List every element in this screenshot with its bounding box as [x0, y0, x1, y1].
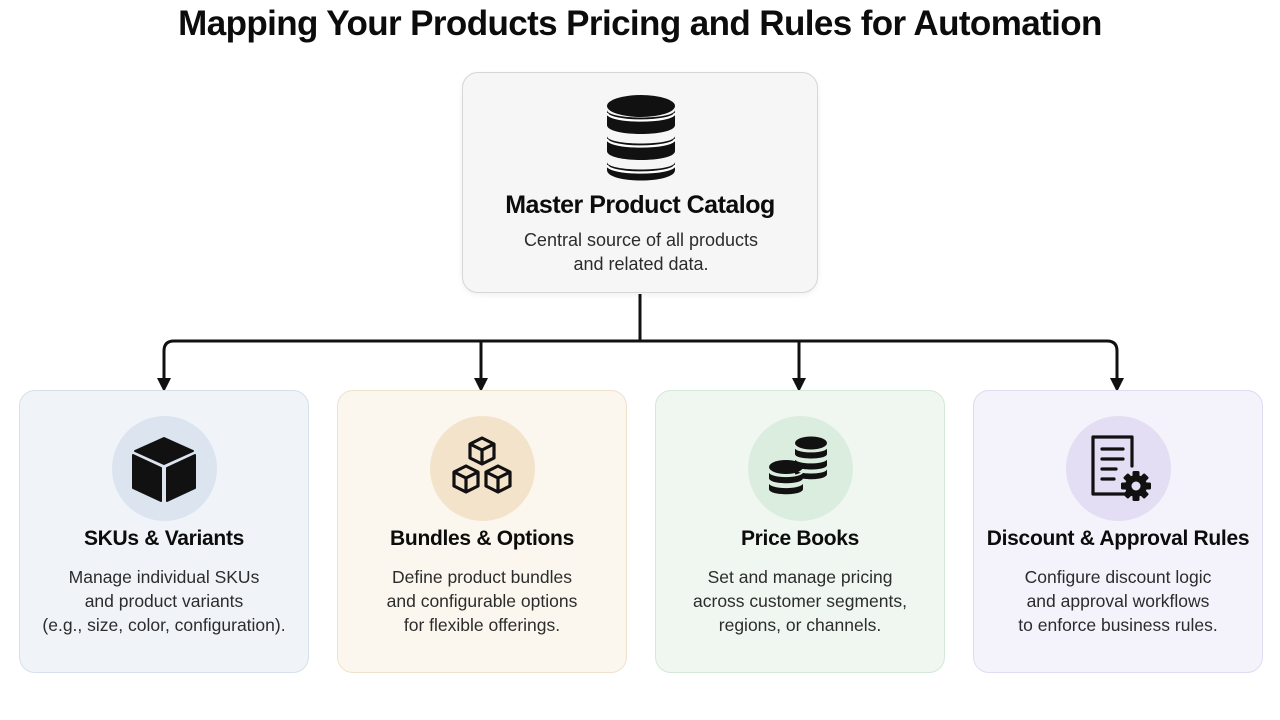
master-card-description: Central source of all products and relat… [493, 228, 789, 276]
price-card-description: Set and manage pricing across customer s… [668, 565, 932, 637]
bundles-icon-circle [430, 416, 535, 521]
connector-bus [162, 339, 1119, 380]
cubes-icon [452, 436, 512, 494]
skus-card-title: SKUs & Variants [83, 527, 245, 550]
skus-card-description: Manage individual SKUs and product varia… [32, 565, 296, 637]
discount-icon-circle [1066, 416, 1171, 521]
skus-variants-card: SKUs & Variants Manage individual SKUs a… [19, 390, 309, 673]
skus-desc-line: and product variants [84, 591, 244, 611]
coins-icon [768, 436, 828, 495]
discount-desc-line: to enforce business rules. [1018, 615, 1218, 635]
bundles-desc-line: for flexible offerings. [403, 615, 561, 635]
database-icon [605, 95, 677, 181]
discount-desc-line: and approval workflows [1026, 591, 1210, 611]
page-title: Mapping Your Products Pricing and Rules … [178, 4, 1102, 43]
document-gear-icon [1091, 435, 1151, 501]
price-card-title: Price Books [740, 527, 860, 550]
discount-desc-line: Configure discount logic [1024, 567, 1212, 587]
price-desc-line: across customer segments, [693, 591, 907, 611]
discount-approval-card: Discount & Approval Rules Configure disc… [973, 390, 1263, 673]
price-icon-circle [748, 416, 853, 521]
skus-desc-line: Manage individual SKUs [68, 567, 260, 587]
master-desc-line: and related data. [573, 254, 709, 274]
skus-icon-circle [112, 416, 217, 521]
bundles-card-title: Bundles & Options [390, 527, 574, 550]
price-desc-line: Set and manage pricing [707, 567, 893, 587]
master-product-catalog-card: Master Product Catalog Central source of… [462, 72, 818, 293]
skus-desc-line: (e.g., size, color, configuration). [42, 615, 286, 635]
master-desc-line: Central source of all products [523, 230, 759, 250]
bundles-options-card: Bundles & Options Define product bundles… [337, 390, 627, 673]
discount-card-title: Discount & Approval Rules [986, 527, 1250, 550]
bundles-desc-line: Define product bundles [392, 567, 572, 587]
cube-icon [132, 437, 196, 502]
price-desc-line: regions, or channels. [718, 615, 882, 635]
bundles-desc-line: and configurable options [386, 591, 578, 611]
bundles-card-description: Define product bundles and configurable … [350, 565, 614, 637]
discount-card-description: Configure discount logic and approval wo… [986, 565, 1250, 637]
master-card-title: Master Product Catalog [505, 191, 775, 219]
price-books-card: Price Books Set and manage pricing acros… [655, 390, 945, 673]
